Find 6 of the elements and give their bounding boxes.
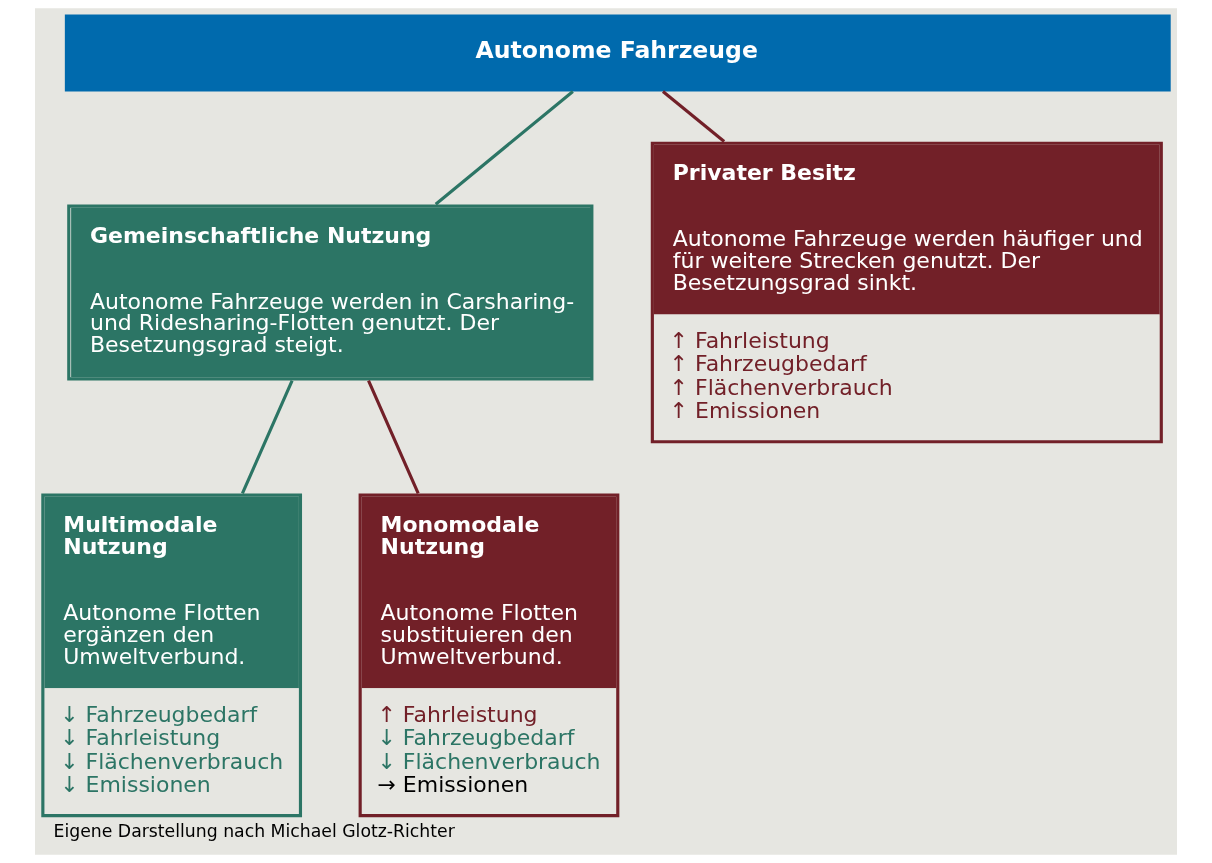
connector — [241, 380, 294, 494]
connector — [661, 90, 726, 143]
connector — [367, 380, 420, 494]
connector — [434, 90, 574, 206]
node-box: Autonome Fahrzeuge — [64, 14, 1171, 92]
caption: Eigene Darstellung nach Michael Glotz-Richter — [53, 821, 455, 842]
